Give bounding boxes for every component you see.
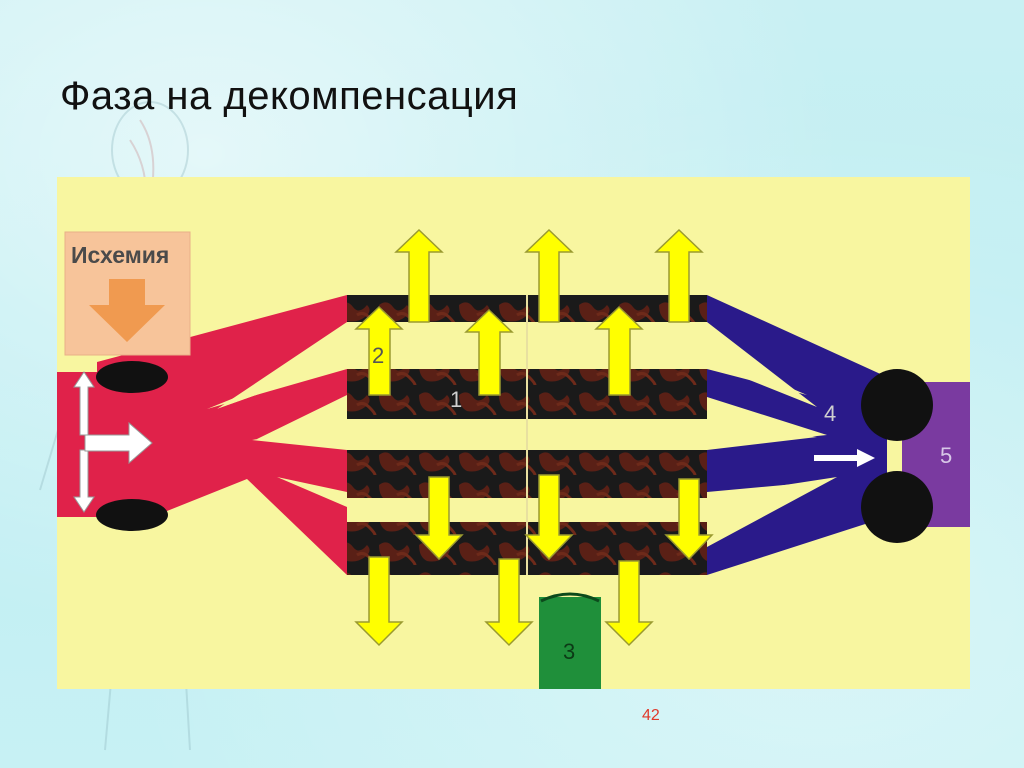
arterial-gaps (207, 352, 347, 507)
label-3: 3 (563, 639, 575, 664)
slide-title: Фаза на декомпенсация (60, 74, 519, 118)
label-2: 2 (372, 343, 384, 368)
venous-gaps (707, 352, 817, 507)
downward-arrows (354, 474, 714, 647)
lymph-vessel (539, 592, 601, 689)
capillary-bed (347, 295, 707, 575)
ischemia-arrow-icon (89, 279, 165, 342)
sphincters (96, 361, 933, 543)
ischemia-indicator (64, 231, 191, 356)
upward-arrows (354, 228, 704, 396)
label-5: 5 (940, 443, 952, 468)
ischemia-decompensation-diagram: Исхемия 1 2 3 4 5 (57, 177, 970, 689)
label-4: 4 (824, 401, 836, 426)
white-flow-arrows (73, 371, 875, 513)
page-number: 42 (642, 707, 660, 724)
ischemia-label: Исхемия (71, 242, 169, 268)
venous-vessel (707, 295, 887, 575)
label-1: 1 (450, 387, 462, 412)
